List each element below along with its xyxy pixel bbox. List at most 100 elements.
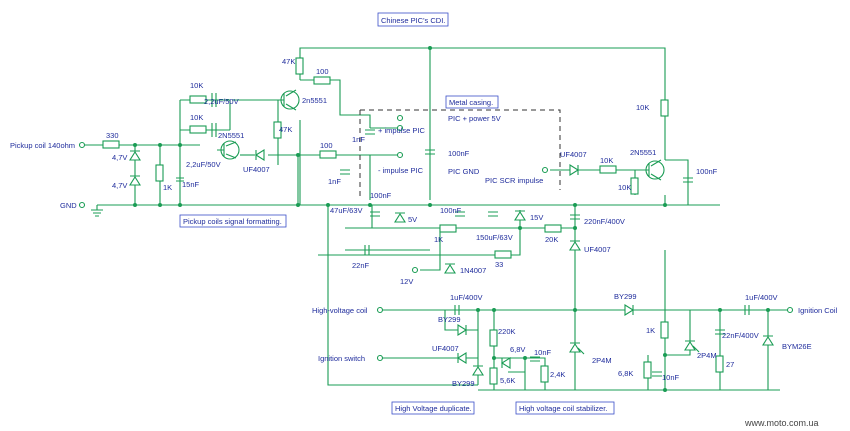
- metal-casing-label: Metal casing.: [449, 98, 493, 107]
- label-r100-b: 100: [320, 141, 333, 150]
- ignition-coil-label: Ignition Coil: [798, 306, 838, 315]
- cap-100nf-c: [455, 211, 465, 217]
- cap-22nf: [364, 245, 370, 255]
- label-q3: 2N5551: [630, 148, 656, 157]
- label-c100n-a: 100nF: [448, 149, 470, 158]
- label-r1k-b: 1K: [434, 235, 443, 244]
- label-uf4007-a: UF4007: [243, 165, 270, 174]
- hv-stabilizer-label: High voltage coil stabilizer.: [519, 404, 607, 413]
- resistor-1k-hv: [660, 321, 669, 339]
- cap-100nf-a: [425, 149, 435, 155]
- thyristor-b: [684, 340, 700, 353]
- label-r220k: 220K: [498, 327, 516, 336]
- hv-coil-label: High-voltage coil: [312, 306, 368, 315]
- label-r10k-a: 10K: [190, 81, 203, 90]
- label-uf4007-b: UF4007: [584, 245, 611, 254]
- label-uf4007-d: UF4007: [432, 344, 459, 353]
- label-r68k: 6,8K: [618, 369, 633, 378]
- label-r56k: 5,6K: [500, 376, 515, 385]
- resistor-47k-side: [273, 121, 282, 139]
- label-1n4007: 1N4007: [460, 266, 486, 275]
- cap-1nf-a: [365, 129, 375, 135]
- cap-220n-a: [570, 214, 580, 220]
- label-r24k: 2,4K: [550, 370, 565, 379]
- label-by299-b: BY299: [452, 379, 475, 388]
- label-c22n: 22nF: [352, 261, 370, 270]
- label-by299-a: BY299: [438, 315, 461, 324]
- label-c15n: 15nF: [182, 180, 200, 189]
- component-labels: 330 4,7V 4,7V 1K 15nF 10K 2,2uF/50V 10K …: [106, 57, 812, 388]
- resistor-2k4: [540, 365, 549, 383]
- hv-duplicate-label: High Voltage duplicate.: [395, 404, 472, 413]
- diode-by299-a: [457, 324, 468, 336]
- label-r100-a: 100: [316, 67, 329, 76]
- cap-15nf: [176, 177, 184, 182]
- label-r10k-c: 10K: [600, 156, 613, 165]
- cap-1uf-b: [744, 305, 750, 315]
- label-c22u-b: 2,2uF/50V: [186, 160, 221, 169]
- cap-10nf-b: [652, 371, 662, 377]
- label-by299-c: BY299: [614, 292, 637, 301]
- label-c10n-b: 10nF: [662, 373, 680, 382]
- pic-scr-label: PIC SCR impulse: [485, 176, 543, 185]
- diode-uf4007-d: [456, 352, 467, 364]
- impulse-minus-label: - impulse PIC: [378, 166, 424, 175]
- resistor-330: [102, 140, 120, 149]
- resistor-10k-base: [630, 177, 639, 195]
- label-c100n-c: 100nF: [440, 206, 462, 215]
- label-c1u-a: 1uF/400V: [450, 293, 483, 302]
- label-z15v: 15V: [530, 213, 543, 222]
- label-bym26e: BYM26E: [782, 342, 812, 351]
- resistor-1k-input: [155, 164, 164, 182]
- label-r47k-b: 47K: [279, 125, 292, 134]
- label-uf4007-c: UF4007: [560, 150, 587, 159]
- label-r1k-d: 1K: [646, 326, 655, 335]
- label-c1n-a: 1nF: [352, 135, 365, 144]
- resistor-1k-rail: [439, 224, 457, 233]
- diode-1n4007: [444, 263, 456, 274]
- title-box: Chinese PIC's CDI.: [377, 12, 449, 27]
- label-z68v: 6,8V: [510, 345, 525, 354]
- zener-5v: [394, 212, 406, 223]
- pic-gnd-label: PIC GND: [448, 167, 480, 176]
- pickup-coil-label: Pickup coil 140ohm: [10, 141, 75, 150]
- label-r33: 33: [495, 260, 503, 269]
- title: Chinese PIC's CDI.: [381, 16, 445, 25]
- cap-10nf-a: [530, 356, 540, 362]
- label-z5v: 5V: [408, 215, 417, 224]
- diode-by299-c: [624, 304, 635, 316]
- label-c150u: 150uF/63V: [476, 233, 513, 242]
- diode-uf4007-b: [569, 240, 581, 251]
- label-r10k-b: 10K: [190, 113, 203, 122]
- diode-by299-b: [472, 365, 484, 376]
- zener-4v7-b: [129, 175, 141, 186]
- label-c1n-b: 1nF: [328, 177, 341, 186]
- cap-150u: [488, 211, 498, 217]
- resistor-27: [715, 355, 724, 373]
- capacitors: [176, 93, 750, 377]
- cap-2u2-a: [211, 93, 217, 107]
- resistor-100-a: [313, 76, 331, 85]
- signal-formatting-box: Pickup coils signal formatting.: [179, 214, 287, 228]
- gnd-label: GND: [60, 201, 77, 210]
- signal-formatting-label: Pickup coils signal formatting.: [183, 217, 282, 226]
- ground-symbol: [91, 205, 103, 217]
- label-c100n-d: 100nF: [696, 167, 718, 176]
- label-r1k-a: 1K: [163, 183, 172, 192]
- label-c22n-b: 22nF/400V: [722, 331, 759, 340]
- label-q1: 2N5551: [218, 131, 244, 140]
- cap-1nf-b: [340, 169, 350, 175]
- label-r10k-e: 10K: [636, 103, 649, 112]
- diode-uf4007-c: [569, 164, 580, 176]
- thyristor-a: [569, 342, 585, 355]
- connector-labels: Pickup coil 140ohm GND 12V High-voltage …: [10, 114, 838, 363]
- label-c10n-a: 10nF: [534, 348, 552, 357]
- label-r27: 27: [726, 360, 734, 369]
- impulse-plus-label: + impulse PIC: [378, 126, 425, 135]
- cap-1uf-a: [454, 305, 460, 315]
- resistor-5k6: [489, 367, 498, 385]
- semiconductors: [217, 89, 700, 355]
- resistor-10k-b: [189, 125, 207, 134]
